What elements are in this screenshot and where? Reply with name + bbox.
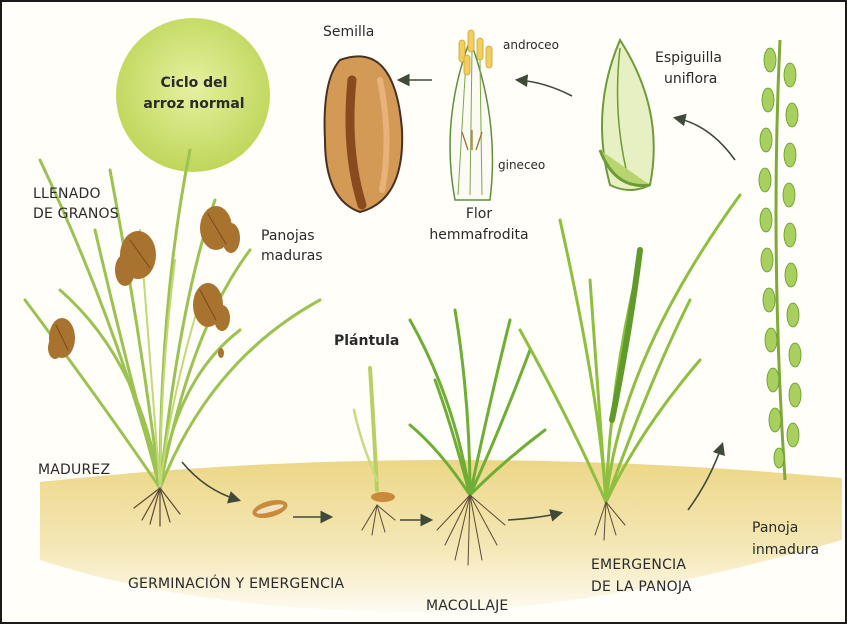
label-panojas-maduras-line-1: Panojas bbox=[261, 228, 315, 246]
label-plantula: Plántula bbox=[334, 333, 399, 351]
label-llenado-line-2: DE GRANOS bbox=[33, 206, 119, 224]
label-madurez: MADUREZ bbox=[38, 462, 110, 480]
label-panojas-maduras-line-2: maduras bbox=[261, 248, 323, 266]
label-androceo: androceo bbox=[503, 38, 559, 53]
title-line-2: arroz normal bbox=[141, 96, 247, 114]
title-circle bbox=[116, 18, 270, 172]
label-semilla: Semilla bbox=[323, 24, 374, 42]
label-flor-line-1: Flor bbox=[424, 206, 534, 224]
label-llenado-line-1: LLENADO bbox=[33, 186, 101, 204]
label-panoja-inmadura-line-1: Panoja bbox=[752, 520, 798, 538]
label-flor-line-2: hemmafrodita bbox=[424, 227, 534, 245]
label-espiguilla-line-2: uniflora bbox=[664, 71, 717, 89]
label-espiguilla-line-1: Espiguilla bbox=[655, 50, 722, 68]
label-macollaje: MACOLLAJE bbox=[426, 598, 508, 616]
label-panoja-inmadura-line-2: inmadura bbox=[752, 542, 819, 560]
title-line-1: Ciclo del bbox=[148, 75, 240, 93]
label-germinacion: GERMINACIÓN Y EMERGENCIA bbox=[128, 576, 344, 594]
label-emergencia-line-2: DE LA PANOJA bbox=[591, 579, 692, 597]
rice-seed bbox=[325, 56, 403, 212]
label-gineceo: gineceo bbox=[498, 158, 545, 173]
label-emergencia-line-1: EMERGENCIA bbox=[591, 557, 686, 575]
